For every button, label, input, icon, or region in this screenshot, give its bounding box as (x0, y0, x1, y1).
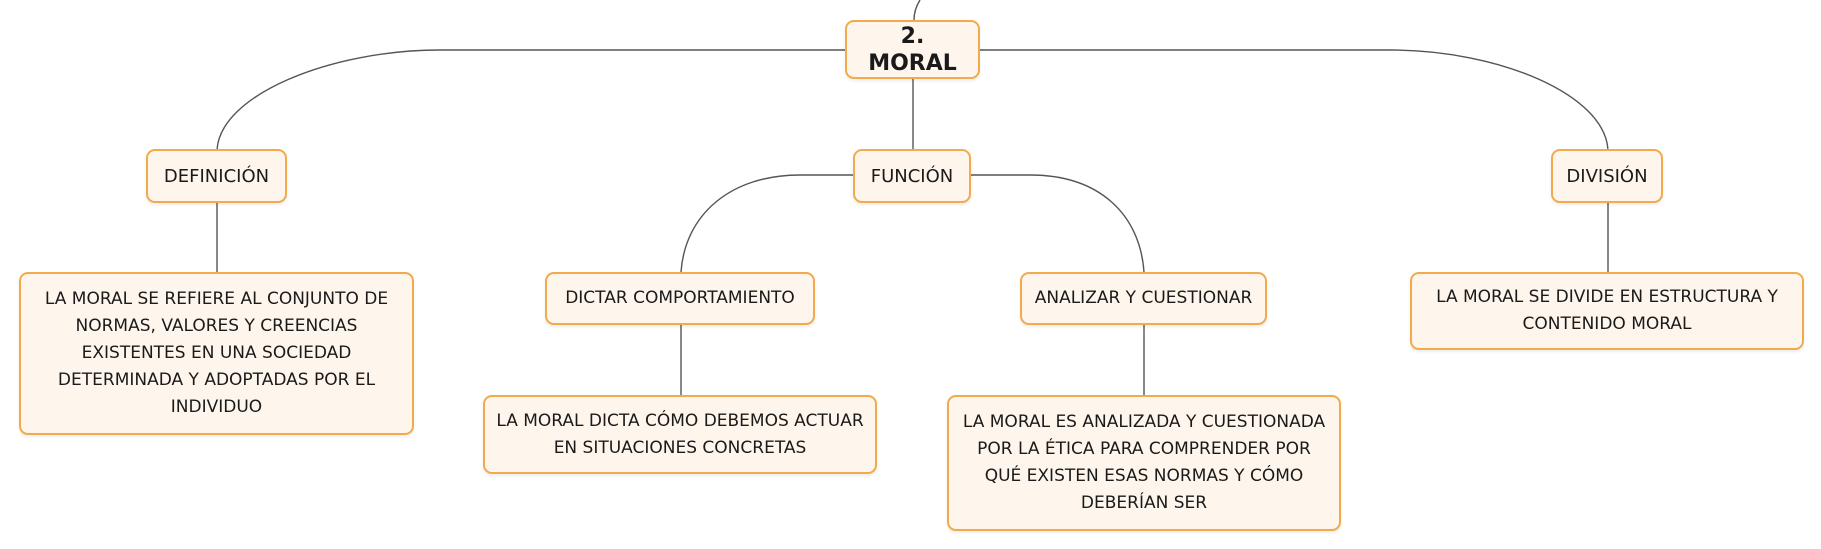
branch-division[interactable]: DIVISIÓN (1551, 149, 1663, 203)
branch-funcion[interactable]: FUNCIÓN (853, 149, 971, 203)
definicion-detail[interactable]: LA MORAL SE REFIERE AL CONJUNTO DE NORMA… (19, 272, 414, 435)
analizar-detail-text: LA MORAL ES ANALIZADA Y CUESTIONADA POR … (962, 412, 1326, 513)
connector-funcion-dictar (680, 174, 857, 273)
root-node[interactable]: 2. MORAL (845, 20, 980, 79)
branch-funcion-label: FUNCIÓN (870, 165, 954, 187)
funcion-child-analizar[interactable]: ANALIZAR Y CUESTIONAR (1020, 272, 1267, 325)
division-detail-text: LA MORAL SE DIVIDE EN ESTRUCTURA Y CONTE… (1436, 287, 1778, 334)
division-detail[interactable]: LA MORAL SE DIVIDE EN ESTRUCTURA Y CONTE… (1410, 272, 1804, 350)
dictar-detail[interactable]: LA MORAL DICTA CÓMO DEBEMOS ACTUAR EN SI… (483, 395, 877, 474)
connector-parent (913, 0, 921, 21)
analizar-detail[interactable]: LA MORAL ES ANALIZADA Y CUESTIONADA POR … (947, 395, 1341, 531)
connector-root-division (980, 49, 1609, 151)
branch-division-label: DIVISIÓN (1566, 165, 1648, 187)
funcion-child-dictar-label: DICTAR COMPORTAMIENTO (565, 288, 795, 308)
dictar-detail-text: LA MORAL DICTA CÓMO DEBEMOS ACTUAR EN SI… (496, 410, 864, 458)
funcion-child-dictar[interactable]: DICTAR COMPORTAMIENTO (545, 272, 815, 325)
connector-funcion-analizar (970, 174, 1145, 273)
definicion-detail-text: LA MORAL SE REFIERE AL CONJUNTO DE NORMA… (44, 289, 389, 417)
branch-definicion-label: DEFINICIÓN (163, 165, 270, 187)
root-label: 2. MORAL (868, 23, 957, 76)
funcion-child-analizar-label: ANALIZAR Y CUESTIONAR (1034, 288, 1253, 308)
connector-root-definicion (216, 49, 848, 151)
branch-definicion[interactable]: DEFINICIÓN (146, 149, 287, 203)
